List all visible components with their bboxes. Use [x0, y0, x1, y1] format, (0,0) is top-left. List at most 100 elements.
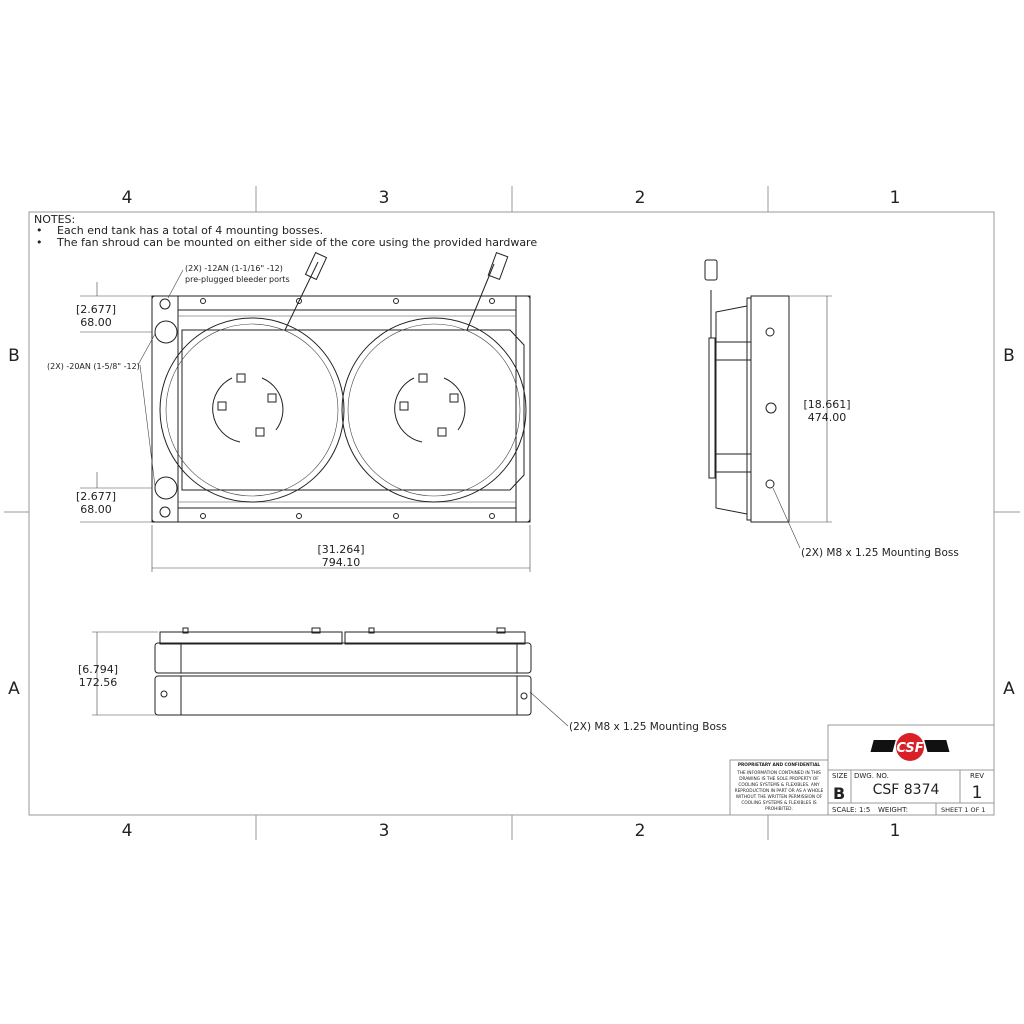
- drawing-line: [715, 305, 748, 515]
- drawing-line: [160, 690, 168, 698]
- bleeder-callout: pre-plugged bleeder ports: [185, 275, 290, 284]
- drawing-label: COOLING SYSTEMS & FLEXIBLES IS: [741, 800, 816, 806]
- drawing-line: [137, 333, 156, 366]
- drawing-line: [399, 401, 409, 411]
- drawing-line: [515, 295, 531, 523]
- drawing-line: [167, 269, 184, 299]
- note-item: The fan shroud can be mounted on either …: [56, 236, 537, 249]
- notes: NOTES: • Each end tank has a total of 4 …: [34, 213, 537, 249]
- drawing-line: [159, 298, 171, 310]
- drawing-line: [217, 401, 227, 411]
- drawing-line: [284, 261, 319, 331]
- zone-labels: 4 3 2 1 4 3 2 1 B A B A: [8, 188, 1015, 841]
- inlet-callout: (2X) -20AN (1-5/8" -12): [47, 362, 140, 371]
- drawing-line: [715, 341, 752, 473]
- drawing-label: COOLING SYSTEMS & FLEXIBLES. ANY: [738, 782, 820, 788]
- drawing-line: [154, 476, 178, 500]
- dim-height-mm: 474.00: [808, 411, 847, 424]
- zone-col-top: 4: [122, 188, 133, 208]
- drawing-label: THE INFORMATION CONTAINED IN THIS: [736, 770, 821, 776]
- drawing-line: [924, 740, 950, 752]
- drawing-line: [347, 323, 521, 497]
- boss-callout-bottom: (2X) M8 x 1.25 Mounting Boss: [569, 721, 727, 733]
- drawing-line: [870, 740, 896, 752]
- dim-bottom-port-in: [2.677]: [76, 490, 116, 503]
- drawing-label: REPRODUCTION IN PART OR AS A WHOLE: [735, 788, 824, 794]
- drawing-line: [496, 627, 506, 634]
- drawing-line: (2X) -12AN (1-1/16" -12) pre-plugged ble…: [47, 264, 290, 371]
- drawing-line: [139, 364, 156, 487]
- zone-col-bottom: 3: [379, 821, 390, 841]
- drawing-line: [159, 506, 171, 518]
- drawing-line: [267, 393, 277, 403]
- drawing-line: [200, 298, 206, 304]
- fan-left: [159, 251, 345, 503]
- dim-bottom-port-mm: 68.00: [80, 503, 112, 516]
- drawing-line: SIZE B DWG. NO. CSF 8374 REV 1 SCALE: 1:…: [832, 772, 986, 814]
- note-item: Each end tank has a total of 4 mounting …: [57, 224, 323, 237]
- drawing-line: [311, 627, 321, 634]
- drawing-line: [181, 329, 525, 491]
- dim-top-port-in: [2.677]: [76, 303, 116, 316]
- drawing-label: PROHIBITED.: [765, 806, 793, 812]
- notes-heading: NOTES:: [34, 213, 75, 226]
- fan-right: [341, 252, 527, 503]
- drawing-line: [344, 631, 526, 645]
- size-value: B: [833, 784, 845, 803]
- drawing-label: DRAWING IS THE SOLE PROPERTY OF: [739, 776, 819, 782]
- drawing-line: [154, 642, 532, 674]
- zone-col-top: 2: [635, 188, 646, 208]
- zone-row-right: B: [1003, 346, 1015, 366]
- drawing-line: [765, 327, 775, 337]
- proprietary-title: PROPRIETARY AND CONFIDENTIAL: [738, 762, 821, 768]
- zone-row-right: A: [1003, 679, 1015, 699]
- drawing-line: PROPRIETARY AND CONFIDENTIAL THE INFORMA…: [735, 762, 824, 812]
- drawing-label: WITHOUT THE WRITTEN PERMISSION OF: [736, 794, 823, 800]
- drawing-line: [159, 317, 345, 503]
- drawing-line: [746, 297, 752, 521]
- drawing-line: [529, 691, 569, 727]
- boss-callout-side: (2X) M8 x 1.25 Mounting Boss: [801, 547, 959, 559]
- scale: SCALE: 1:5: [832, 806, 870, 814]
- drawing-line: [200, 513, 206, 519]
- zone-col-bottom: 2: [635, 821, 646, 841]
- drawing-line: [151, 525, 531, 572]
- drawing-label: CSF: [896, 741, 923, 756]
- drawing-label: •: [36, 224, 43, 237]
- drawing-line: [154, 320, 178, 344]
- dwg-number: CSF 8374: [873, 782, 940, 798]
- drawing-line: [765, 402, 777, 414]
- drawing-line: [393, 513, 399, 519]
- drawing-line: [708, 337, 716, 479]
- drawing-line: [80, 282, 152, 523]
- drawing-line: [200, 298, 495, 519]
- drawing-line: [2.677] 68.00 [2.677] 68.00: [76, 303, 116, 516]
- drawing-line: [154, 675, 532, 716]
- drawing-line: [487, 252, 509, 280]
- dim-depth-in: [6.794]: [78, 663, 118, 676]
- drawing-line: [341, 317, 527, 503]
- drawing-line: [896, 733, 924, 761]
- zone-col-top: 3: [379, 188, 390, 208]
- dim-width-in: [31.264]: [317, 543, 364, 556]
- drawing-line: [368, 627, 375, 634]
- drawing-line: [255, 427, 265, 437]
- drawing-line: [92, 631, 158, 716]
- drawing-line: [520, 692, 528, 700]
- bleeder-callout: (2X) -12AN (1-1/16" -12): [185, 264, 283, 273]
- csf-logo: CSF: [870, 733, 950, 761]
- drawing-line: [212, 377, 284, 443]
- dwg-label: DWG. NO.: [854, 772, 889, 780]
- dim-top-port-mm: 68.00: [80, 316, 112, 329]
- drawing-line: [296, 513, 302, 519]
- drawing-line: [772, 487, 801, 549]
- drawing-line: [31.264] 794.10: [317, 543, 364, 569]
- zone-row-left: B: [8, 346, 20, 366]
- size-label: SIZE: [832, 772, 848, 780]
- drawing-line: [296, 298, 302, 304]
- drawing-line: [418, 373, 428, 383]
- drawing-line: [394, 377, 466, 443]
- drawing-line: [704, 259, 718, 281]
- drawing-line: [159, 631, 343, 645]
